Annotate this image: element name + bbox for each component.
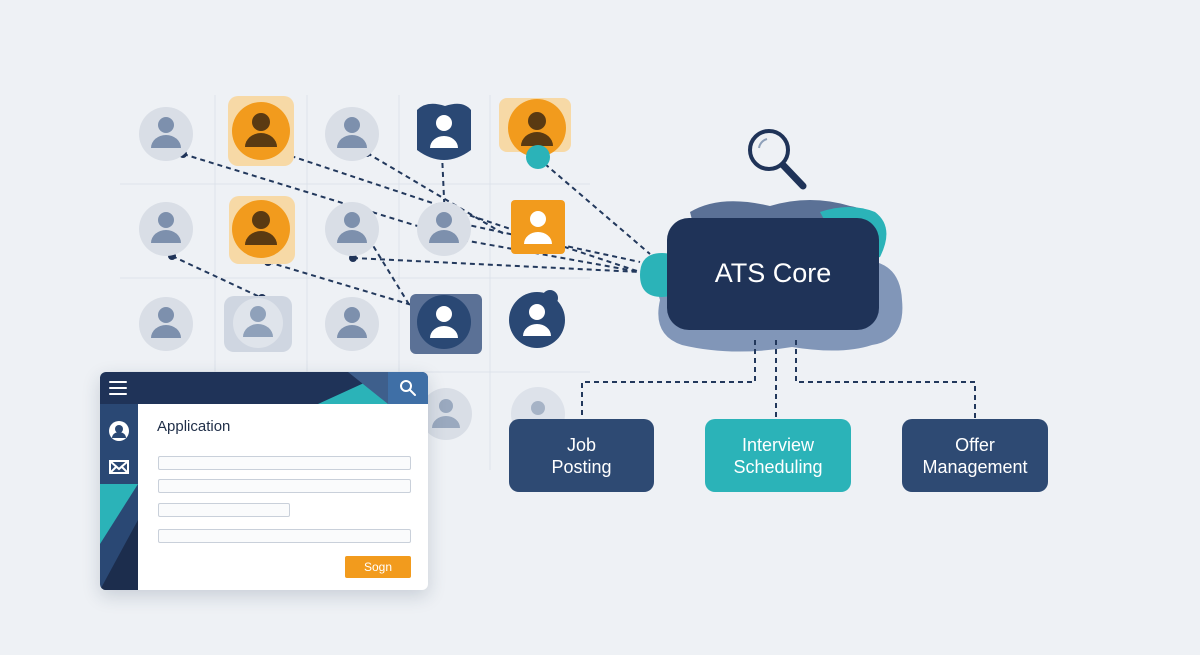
module-label-line: Posting: [551, 456, 612, 477]
candidate-avatar: [417, 202, 471, 256]
search-button[interactable]: [388, 372, 428, 404]
person-icon: [429, 212, 459, 243]
module-label-line: Offer: [955, 434, 995, 455]
form-field[interactable]: [158, 503, 290, 517]
person-icon: [337, 212, 367, 243]
ats-core-label: ATS Core: [714, 257, 832, 288]
candidate-avatar-navy: [410, 294, 482, 354]
candidate-avatar: [420, 388, 472, 440]
person-icon: [523, 304, 551, 336]
person-icon: [524, 211, 552, 244]
person-icon: [521, 112, 553, 146]
person-icon: [337, 307, 367, 338]
person-icon: [151, 307, 181, 338]
candidate-avatar-highlighted: [499, 98, 571, 169]
module-label-line: Management: [922, 456, 1028, 477]
person-icon: [337, 117, 367, 148]
search-icon: [400, 380, 416, 396]
candidate-avatar: [139, 297, 193, 351]
module-label-line: Interview: [741, 434, 814, 455]
candidate-card-selected: [511, 200, 565, 254]
candidate-avatar: [139, 202, 193, 256]
job-posting-module: Job Posting: [509, 419, 654, 492]
candidate-avatar-highlighted: [229, 196, 295, 264]
application-window: Application Sogn: [100, 372, 428, 590]
window-titlebar: [100, 372, 428, 404]
form-field[interactable]: [158, 479, 411, 493]
candidate-avatar-highlighted: [228, 96, 294, 166]
interview-scheduling-module: Interview Scheduling: [705, 419, 851, 492]
candidate-avatar-faded: [224, 296, 292, 352]
submit-button[interactable]: Sogn: [345, 556, 411, 578]
person-icon: [243, 306, 273, 337]
form-field[interactable]: [158, 529, 411, 543]
window-sidebar: [100, 404, 138, 590]
decorative-shape: [348, 372, 388, 404]
person-icon: [245, 113, 277, 147]
person-icon: [531, 401, 545, 415]
application-title: Application: [157, 418, 231, 435]
person-icon: [430, 306, 458, 338]
decorative-shape: [100, 520, 138, 590]
candidate-grid: [139, 96, 571, 441]
form-field[interactable]: [158, 456, 411, 470]
magnifier-icon: [748, 129, 807, 190]
person-icon: [245, 211, 277, 245]
person-icon: [151, 117, 181, 148]
person-icon: [430, 115, 458, 148]
person-icon: [432, 399, 460, 428]
module-label-line: Scheduling: [733, 456, 823, 477]
ats-core-node: [640, 200, 903, 352]
module-label-line: Job: [566, 434, 596, 455]
candidate-avatar: [325, 297, 379, 351]
person-icon: [151, 212, 181, 243]
candidate-avatar-navy: [509, 290, 565, 348]
menu-icon[interactable]: [109, 381, 127, 395]
module-connectors: [581, 340, 976, 419]
candidate-avatar: [139, 107, 193, 161]
candidate-avatar: [325, 107, 379, 161]
mail-icon[interactable]: [108, 456, 130, 478]
candidate-avatar-navy: [417, 103, 471, 160]
user-icon[interactable]: [108, 420, 130, 442]
candidate-avatar: [325, 202, 379, 256]
offer-management-module: Offer Management: [902, 419, 1048, 492]
